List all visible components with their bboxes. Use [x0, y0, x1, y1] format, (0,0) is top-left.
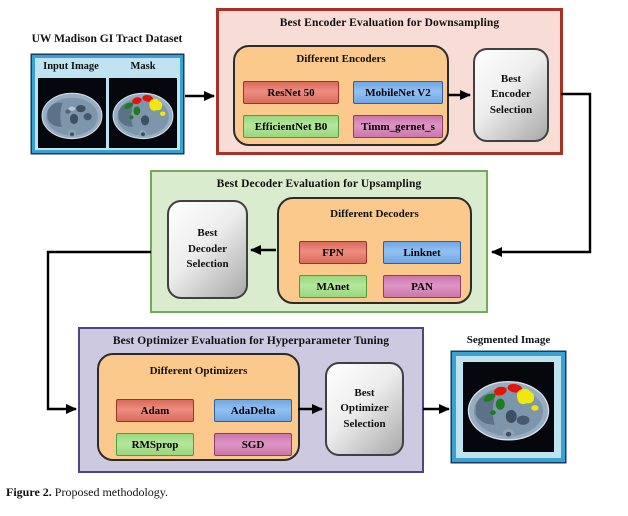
- optimizer-option-rmsprop: RMSprop: [116, 433, 194, 456]
- segmented-image-title: Segmented Image: [466, 334, 551, 346]
- encoder-stage-title: Best Encoder Evaluation for Downsampling: [279, 17, 500, 29]
- decoder-stage-title: Best Decoder Evaluation for Upsampling: [216, 178, 422, 190]
- decoder-option-linknet: Linknet: [383, 241, 461, 264]
- decoders-group-title: Different Decoders: [330, 208, 419, 220]
- optimizer-option-adadelta: AdaDelta: [214, 399, 292, 422]
- optimizers-group-title: Different Optimizers: [149, 365, 248, 377]
- mask-label: Mask: [130, 61, 156, 72]
- dataset-title: UW Madison GI Tract Dataset: [31, 33, 183, 45]
- decoders-group-box: Different Decoders FPN Linknet MAnet PAN: [277, 197, 472, 304]
- optimizer-option-adam: Adam: [116, 399, 194, 422]
- dataset-image-frame: Input Image Mask: [32, 55, 183, 153]
- figure-caption-label: Figure 2.: [6, 485, 52, 499]
- best-encoder-selection-box: Best Encoder Selection: [473, 48, 549, 142]
- encoder-stage: Best Encoder Evaluation for Downsampling…: [216, 8, 563, 155]
- encoders-group-box: Different Encoders ResNet 50 MobileNet V…: [233, 45, 449, 146]
- figure-caption-text: Proposed methodology.: [54, 485, 168, 499]
- segmented-mri-image: [463, 362, 554, 452]
- segmented-image-frame: [452, 352, 565, 462]
- figure-caption: Figure 2. Proposed methodology.: [6, 485, 168, 500]
- mask-mri-image: [109, 78, 177, 148]
- encoders-group-title: Different Encoders: [296, 53, 386, 65]
- optimizers-group-box: Different Optimizers Adam AdaDelta RMSpr…: [97, 353, 300, 461]
- encoder-option-resnet50: ResNet 50: [243, 81, 339, 104]
- input-mri-image: [38, 78, 106, 148]
- decoder-stage: Best Decoder Evaluation for Upsampling B…: [150, 170, 488, 313]
- optimizer-option-sgd: SGD: [214, 433, 292, 456]
- decoder-option-fpn: FPN: [299, 241, 367, 264]
- best-decoder-selection-box: Best Decoder Selection: [167, 200, 248, 299]
- optimizer-stage: Best Optimizer Evaluation for Hyperparam…: [78, 327, 424, 473]
- input-image-label: Input Image: [43, 61, 99, 72]
- decoder-option-manet: MAnet: [299, 275, 367, 298]
- decoder-option-pan: PAN: [383, 275, 461, 298]
- optimizer-stage-title: Best Optimizer Evaluation for Hyperparam…: [112, 335, 390, 347]
- encoder-option-efficientnetb0: EfficientNet B0: [243, 115, 339, 138]
- encoder-option-mobilenetv2: MobileNet V2: [353, 81, 443, 104]
- encoder-option-timm-gernet-s: Timm_gernet_s: [353, 115, 443, 138]
- best-optimizer-selection-box: Best Optimizer Selection: [325, 362, 404, 456]
